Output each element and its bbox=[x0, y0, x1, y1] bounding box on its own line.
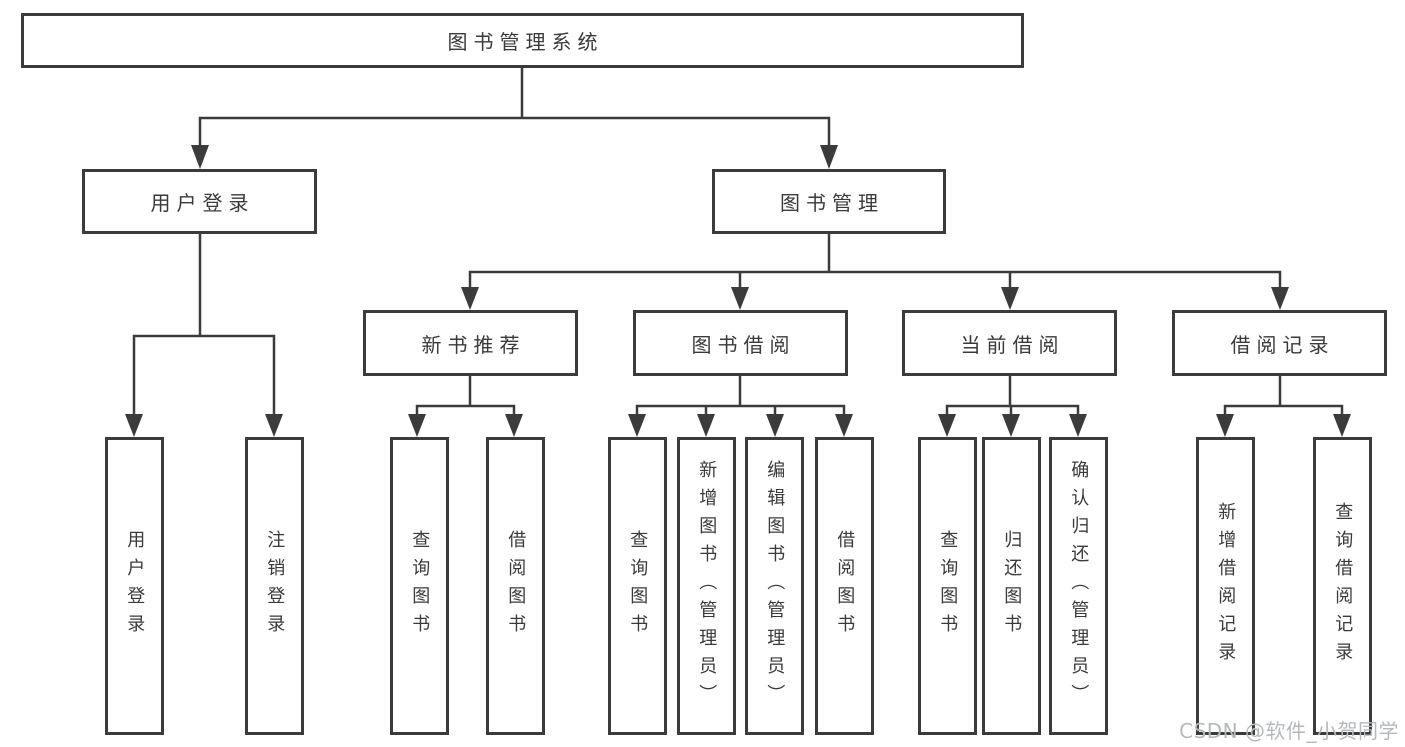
connector-lines bbox=[132, 66, 1344, 420]
connector-bookmgmt-to-level3 bbox=[468, 232, 1282, 293]
node-user-login: 用户登录 bbox=[82, 169, 317, 234]
arrow-down-icon bbox=[938, 414, 956, 437]
connector-bookborrow-to-leaves bbox=[635, 374, 846, 420]
connector-userlogin-to-leaves bbox=[132, 232, 276, 420]
arrow-down-icon bbox=[125, 414, 143, 437]
leaf-query-books-recommend: 查询图书 bbox=[390, 437, 449, 735]
arrow-down-icon bbox=[1001, 287, 1019, 310]
node-book-borrowing: 图书借阅 bbox=[633, 310, 848, 376]
arrow-down-icon bbox=[697, 414, 715, 437]
arrow-down-icon bbox=[820, 145, 838, 169]
arrow-down-icon bbox=[1271, 287, 1289, 310]
leaf-edit-books-admin: 编辑图书（管理员） bbox=[745, 437, 804, 735]
leaf-query-books-current: 查询图书 bbox=[918, 437, 977, 735]
arrow-down-icon bbox=[1333, 414, 1351, 437]
node-book-management: 图书管理 bbox=[712, 169, 946, 234]
connector-borrowrecord-to-leaves bbox=[1223, 374, 1344, 420]
csdn-watermark: CSDN @软件_小贺同学 bbox=[1179, 719, 1399, 743]
arrow-down-icon bbox=[731, 287, 749, 310]
leaf-logout: 注销登录 bbox=[245, 437, 304, 735]
arrow-down-icon bbox=[191, 145, 209, 169]
node-current-borrowing: 当前借阅 bbox=[902, 310, 1117, 376]
leaf-add-books-admin: 新增图书（管理员） bbox=[677, 437, 736, 735]
leaf-confirm-return-admin: 确认归还（管理员） bbox=[1049, 437, 1108, 735]
arrow-down-icon bbox=[835, 414, 853, 437]
arrow-down-icon bbox=[505, 414, 523, 437]
arrow-down-icon bbox=[1216, 414, 1234, 437]
arrow-down-icon bbox=[628, 414, 646, 437]
arrow-down-icon bbox=[408, 414, 426, 437]
arrow-down-icon bbox=[265, 414, 283, 437]
arrowhead-icons bbox=[125, 145, 1351, 437]
arrow-down-icon bbox=[766, 414, 784, 437]
leaf-return-books: 归还图书 bbox=[982, 437, 1041, 735]
arrow-down-icon bbox=[1069, 414, 1087, 437]
arrow-down-icon bbox=[461, 287, 479, 310]
node-root: 图书管理系统 bbox=[21, 13, 1024, 68]
leaf-add-borrow-record: 新增借阅记录 bbox=[1196, 437, 1255, 735]
leaf-user-login: 用户登录 bbox=[105, 437, 164, 735]
leaf-query-borrow-record: 查询借阅记录 bbox=[1313, 437, 1372, 735]
connector-currentborrow-to-leaves bbox=[945, 374, 1080, 420]
node-new-book-recommend: 新书推荐 bbox=[363, 310, 578, 376]
leaf-borrow-books: 借阅图书 bbox=[815, 437, 874, 735]
connector-newbookrec-to-leaves bbox=[415, 374, 516, 420]
arrow-down-icon bbox=[1002, 414, 1020, 437]
leaf-query-books-borrowing: 查询图书 bbox=[608, 437, 667, 735]
leaf-borrow-books-recommend: 借阅图书 bbox=[486, 437, 545, 735]
node-borrowing-records: 借阅记录 bbox=[1172, 310, 1387, 376]
connector-root-to-level2 bbox=[198, 66, 831, 152]
